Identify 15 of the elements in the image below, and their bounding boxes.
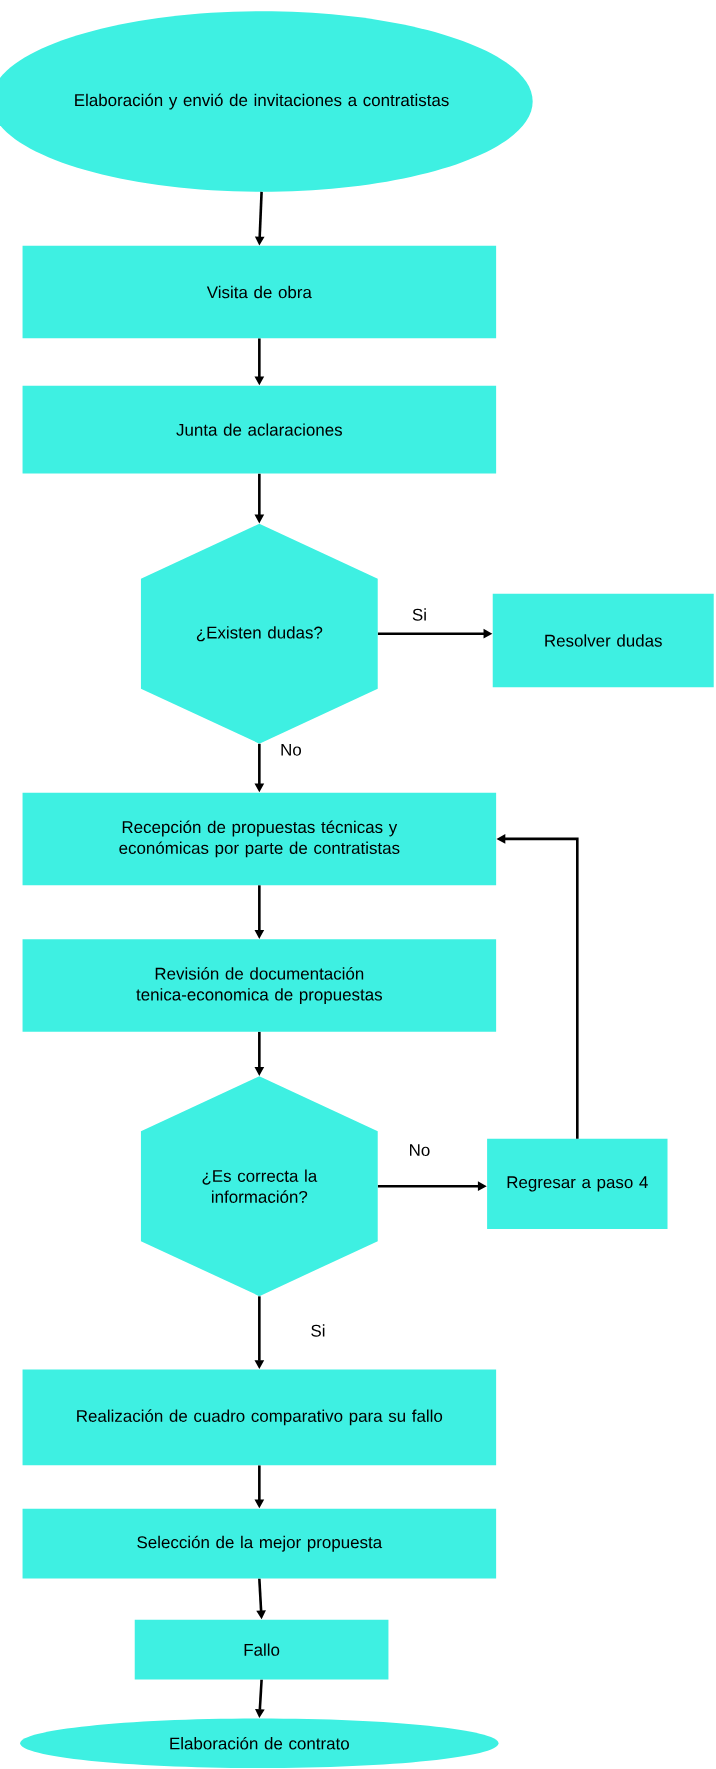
process-box: Visita de obra — [22, 245, 497, 339]
edge-label: Si — [410, 607, 428, 622]
edge-label: No — [279, 742, 303, 757]
process-box: Fallo — [134, 1619, 389, 1680]
process-box: Revisión de documentación tenica-economica de propuestas — [22, 939, 497, 1032]
edge-label: No — [407, 1143, 432, 1158]
edge-label: Si — [309, 1323, 327, 1338]
process-box: Junta de aclaraciones — [22, 385, 497, 474]
decision-hexagon: ¿Existen dudas? — [140, 523, 378, 744]
process-box: Realización de cuadro comparativo para su fallo — [22, 1369, 497, 1466]
process-box: Recepción de propuestas técnicas y económicas por parte de contratistas — [22, 792, 497, 886]
decision-hexagon: ¿Es correcta la información? — [140, 1076, 378, 1297]
process-box: Regresar a paso 4 — [487, 1138, 668, 1230]
process-box: Resolver dudas — [492, 593, 714, 688]
process-box: Selección de la mejor propuesta — [22, 1508, 497, 1579]
